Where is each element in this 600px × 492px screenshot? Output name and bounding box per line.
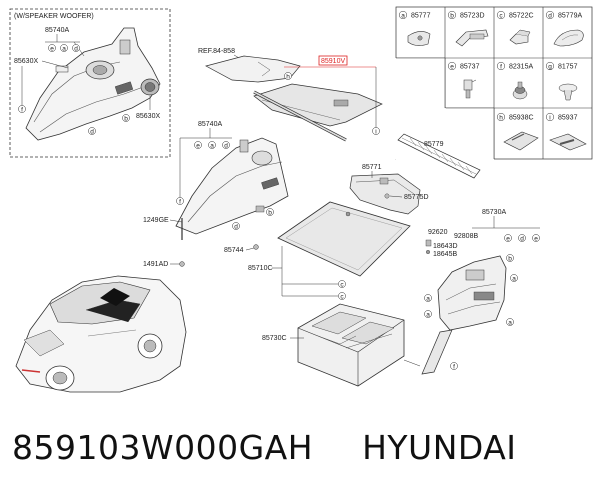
svg-text:85737: 85737 xyxy=(460,64,480,71)
svg-text:f: f xyxy=(453,363,455,370)
svg-text:c: c xyxy=(499,12,503,19)
svg-text:81757: 81757 xyxy=(558,64,578,71)
svg-text:d: d xyxy=(90,128,94,135)
brand-name: HYUNDAI xyxy=(362,428,517,467)
callout-85630X-inset-right: 85630X xyxy=(136,113,160,120)
legend-cell-h: h 85938C xyxy=(496,112,539,151)
parts-diagram: (W/SPEAKER WOOFER) 85740A e a d 85630X 8… xyxy=(9,6,593,393)
callout-1249GE: 1249GE xyxy=(143,217,169,224)
svg-text:e: e xyxy=(534,235,538,242)
callout-85740A-inset: 85740A xyxy=(45,27,69,34)
svg-text:85723D: 85723D xyxy=(460,13,485,20)
svg-text:a: a xyxy=(62,45,66,52)
callout-1491AD: 1491AD xyxy=(143,261,168,268)
svg-text:a: a xyxy=(401,12,405,19)
svg-text:a: a xyxy=(210,142,214,149)
svg-text:a: a xyxy=(512,275,516,282)
svg-text:a: a xyxy=(426,311,430,318)
legend-cell-f: f 82315A xyxy=(496,61,533,100)
parts-legend-grid: a 85777 b 85723D c 85722C d 85779A xyxy=(395,6,593,160)
svg-text:b: b xyxy=(508,255,512,262)
callout-85730A: 85730A xyxy=(482,209,506,216)
legend-cell-c: c 85722C xyxy=(496,10,534,45)
svg-text:e: e xyxy=(50,45,54,52)
callout-85730C: 85730C xyxy=(262,335,287,342)
right-side-trim: 85730A e d e 92620 92808B 18643D 18645B … xyxy=(403,209,540,375)
legend-cell-i: i 85937 xyxy=(545,112,587,151)
svg-text:f: f xyxy=(500,63,502,70)
callout-85771: 85771 xyxy=(362,164,382,171)
ref-label: REF.84-858 xyxy=(198,48,235,55)
legend-cell-b: b 85723D xyxy=(447,10,489,47)
svg-text:f: f xyxy=(179,198,181,205)
svg-text:d: d xyxy=(548,12,552,19)
svg-text:a: a xyxy=(426,295,430,302)
legend-cell-g: g 81757 xyxy=(545,61,578,101)
svg-text:c: c xyxy=(340,281,344,288)
svg-text:85937: 85937 xyxy=(558,115,578,122)
callout-85744: 85744 xyxy=(224,247,244,254)
svg-text:d: d xyxy=(224,142,228,149)
luggage-cover-assembly: REF.84-858 85910V h i xyxy=(198,48,383,142)
svg-text:85779A: 85779A xyxy=(558,13,582,20)
callout-85740A-main: 85740A xyxy=(198,121,222,128)
callout-92620: 92620 xyxy=(428,229,448,236)
callout-18643D: 18643D xyxy=(433,243,458,250)
svg-text:h: h xyxy=(499,114,503,121)
svg-text:c: c xyxy=(340,293,344,300)
underfloor-tray: 85730C xyxy=(262,303,405,387)
part-footer: 859103W000GAH HYUNDAI xyxy=(12,428,592,478)
svg-text:82315A: 82315A xyxy=(509,64,533,71)
svg-text:d: d xyxy=(234,223,238,230)
quarter-trim-panel: 85740A e a d f d b 1249GE 1491AD 85744 xyxy=(143,121,289,268)
woofer-inset: (W/SPEAKER WOOFER) 85740A e a d 85630X 8… xyxy=(9,8,171,158)
part-number: 859103W000GAH xyxy=(12,428,314,467)
svg-text:85777: 85777 xyxy=(411,13,431,20)
svg-text:b: b xyxy=(124,115,128,122)
svg-text:d: d xyxy=(74,45,78,52)
legend-cell-a: a 85777 xyxy=(398,10,431,46)
callout-85775D: 85775D xyxy=(404,194,429,201)
svg-text:85938C: 85938C xyxy=(509,115,534,122)
callout-85779: 85779 xyxy=(424,141,444,148)
highlighted-part-label: 85910V xyxy=(321,58,345,65)
svg-text:85722C: 85722C xyxy=(509,13,534,20)
svg-text:e: e xyxy=(450,63,454,70)
callout-85710C: 85710C xyxy=(248,265,273,272)
vehicle-illustration xyxy=(15,275,187,393)
inset-caption: (W/SPEAKER WOOFER) xyxy=(14,13,94,20)
svg-text:g: g xyxy=(548,63,552,70)
callout-18645B: 18645B xyxy=(433,251,457,258)
svg-text:e: e xyxy=(506,235,510,242)
svg-text:f: f xyxy=(21,106,23,113)
svg-text:a: a xyxy=(508,319,512,326)
legend-cell-d: d 85779A xyxy=(545,10,584,47)
svg-text:i: i xyxy=(375,128,376,135)
legend-cell-e: e 85737 xyxy=(447,61,480,99)
svg-text:e: e xyxy=(196,142,200,149)
svg-text:b: b xyxy=(268,209,272,216)
callout-92808B: 92808B xyxy=(454,233,478,240)
svg-text:d: d xyxy=(520,235,524,242)
cargo-net: 85779 xyxy=(397,133,481,179)
luggage-floor-board: 85771 85775D 85710C c c xyxy=(248,164,429,300)
svg-text:b: b xyxy=(450,12,454,19)
svg-text:i: i xyxy=(549,114,550,121)
callout-85630X-inset-left: 85630X xyxy=(14,58,38,65)
svg-text:h: h xyxy=(286,73,290,80)
